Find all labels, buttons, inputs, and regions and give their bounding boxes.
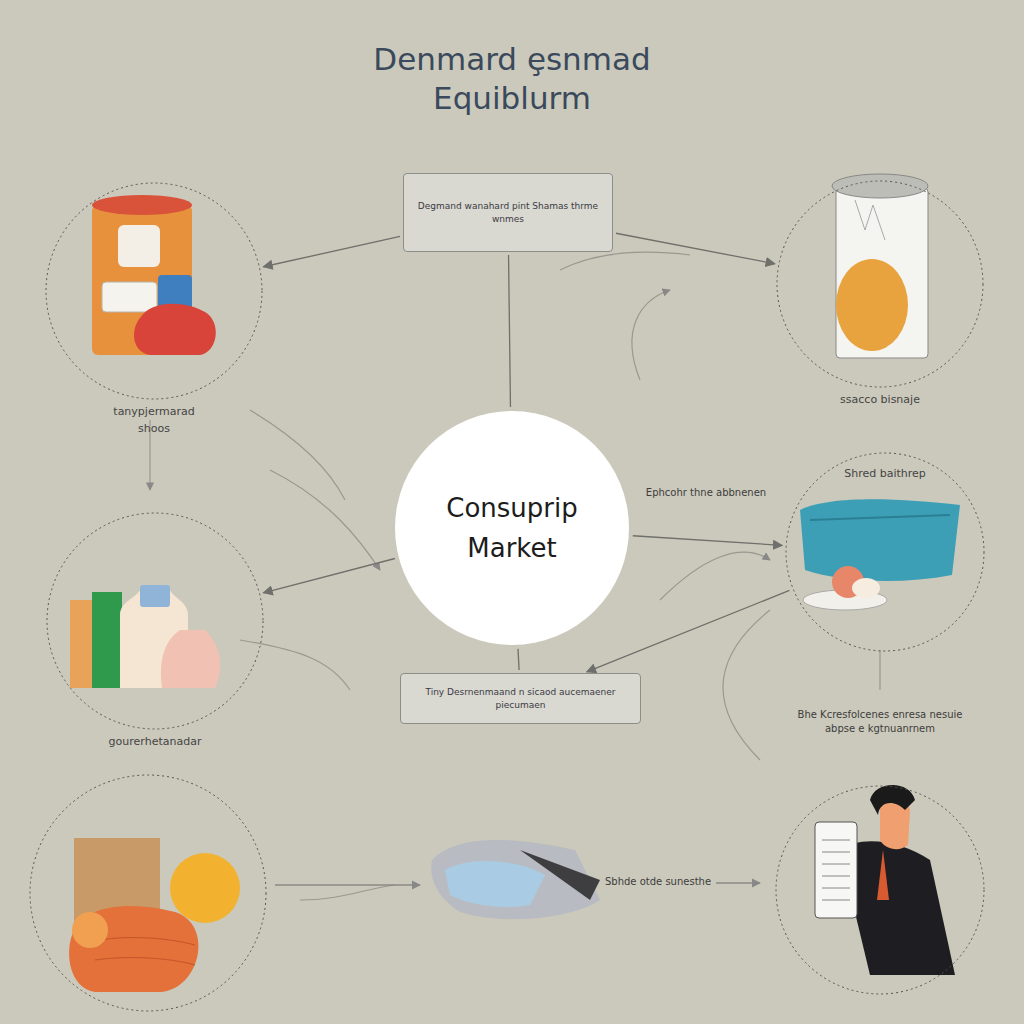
circle-outline — [47, 513, 263, 729]
box-text: Tiny Desrnenmaand n sicaod aucemaener pi… — [411, 686, 630, 710]
connector — [587, 590, 790, 671]
circle-outline — [777, 181, 983, 387]
circle-outline — [394, 410, 630, 646]
frame-circle — [776, 786, 984, 994]
circle-caption: shoos — [5, 421, 303, 438]
category-circle: gourerhetanadar — [46, 512, 264, 730]
circle-outline — [776, 180, 984, 388]
diagram-title: Denmard ȩsnmad Equiblurm — [312, 40, 712, 118]
connector — [633, 536, 782, 546]
text-holder: gourerhetanadar — [6, 734, 304, 751]
text-holder: tanypjermaradshoos — [5, 404, 303, 437]
circle-caption: ssacco bisnaje — [736, 392, 1024, 409]
produce-icon — [69, 838, 240, 992]
jar-icon — [832, 174, 928, 358]
decor-arrows — [150, 252, 880, 900]
connector — [509, 255, 511, 407]
connector — [518, 649, 519, 670]
circle-caption: gourerhetanadar — [6, 734, 304, 751]
person-icon — [815, 785, 955, 975]
frame-circle — [30, 775, 266, 1011]
groceries-icon — [92, 195, 216, 355]
category-circle: tanypjermaradshoos — [45, 182, 263, 400]
bottles-icon — [70, 585, 220, 688]
note-label: Ephcohr thne abbnenen — [636, 486, 776, 500]
circle-outline — [785, 452, 985, 652]
connector — [263, 236, 400, 266]
circle-caption: Shred baithrep — [745, 466, 1024, 483]
flow-label: Sbhde otde sunesthe — [600, 874, 716, 890]
market-circle: Consuprip Market — [394, 410, 630, 646]
circle-outline — [395, 411, 629, 645]
box-text: Degmand wanahard pint Shamas thrme wnmes — [414, 200, 602, 224]
process-box: Tiny Desrnenmaand n sicaod aucemaener pi… — [400, 673, 641, 724]
circle-caption: tanypjermarad — [5, 404, 303, 421]
cloth-icon — [800, 499, 960, 610]
text-holder: Consuprip Market — [394, 410, 630, 646]
flow-line — [275, 884, 420, 885]
note-label: Bhe Kcresfolcenes enresa nesuie abpse e … — [790, 708, 970, 735]
circle-outline — [46, 512, 264, 730]
circle-outline — [46, 183, 262, 399]
bag-icon — [431, 840, 600, 919]
connector — [263, 559, 395, 593]
category-circle: ssacco bisnaje — [776, 180, 984, 388]
market-label: Consuprip Market — [437, 488, 587, 569]
circle-outline — [45, 182, 263, 400]
text-holder: ssacco bisnaje — [736, 392, 1024, 409]
text-holder: Shred baithrep — [745, 466, 1024, 483]
connector — [616, 233, 775, 264]
process-box: Degmand wanahard pint Shamas thrme wnmes — [403, 173, 613, 252]
circle-outline — [786, 453, 984, 651]
category-circle: Shred baithrep — [785, 452, 985, 652]
